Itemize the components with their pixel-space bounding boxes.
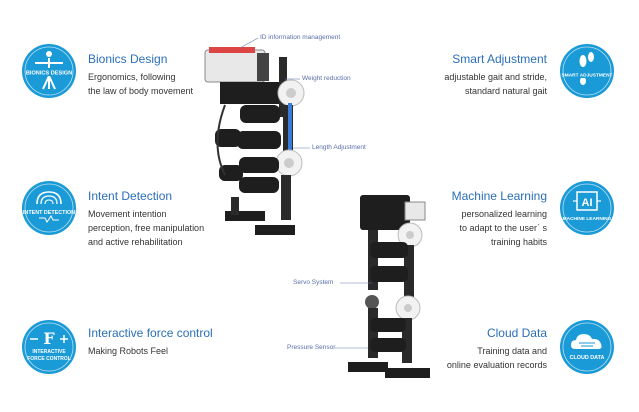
ml-icon-text: MACHINE LEARNING xyxy=(563,216,612,222)
smart-description: adjustable gait and stride, standard nat… xyxy=(444,72,547,96)
exoskeleton-robot-side xyxy=(348,195,430,378)
bionics-design-icon: BIONICS DESIGN xyxy=(22,44,76,98)
callout-servo: Servo System xyxy=(293,279,334,286)
callout-length: Length Adjustment xyxy=(312,144,366,151)
callout-weight: Weight reduction xyxy=(302,75,351,82)
cloud-icon-text: CLOUD DATA xyxy=(570,355,605,361)
cloud-data-icon: CLOUD DATA xyxy=(560,320,614,374)
ml-description: personalized learning to adapt to the us… xyxy=(459,209,547,247)
bionics-icon-text: BIONICS DESIGN xyxy=(26,71,72,77)
smart-icon-text: SMART ADJUSTMENT xyxy=(562,72,613,78)
ml-title: Machine Learning xyxy=(451,189,547,203)
force-icon-symbol: F xyxy=(43,329,55,348)
callout-pressure: Pressure Sensor xyxy=(287,344,336,351)
smart-title: Smart Adjustment xyxy=(452,52,547,66)
force-icon-text-1: INTERACTIVE xyxy=(32,349,66,355)
intent-description: Movement intention perception, free mani… xyxy=(88,209,205,247)
smart-adjustment-icon: SMART ADJUSTMENT xyxy=(560,44,614,98)
callout-id-info: ID information management xyxy=(260,34,341,41)
machine-learning-icon: AI MACHINE LEARNING xyxy=(560,181,614,235)
cloud-title: Cloud Data xyxy=(486,326,547,340)
intent-icon-text: INTENT DETECTION xyxy=(23,210,75,216)
intent-title: Intent Detection xyxy=(88,189,173,203)
ml-icon-symbol: AI xyxy=(582,197,593,209)
force-title: Interactive force control xyxy=(88,326,213,340)
intent-detection-icon: INTENT DETECTION xyxy=(22,181,76,235)
cloud-description: Training data and online evaluation reco… xyxy=(446,346,547,370)
force-description: Making Robots Feel xyxy=(88,346,169,356)
bionics-description: Ergonomics, following the law of body mo… xyxy=(88,72,194,96)
force-control-icon: F INTERACTIVE FORCE CONTROL xyxy=(22,320,76,374)
exoskeleton-robot-front xyxy=(204,47,305,235)
bionics-title: Bionics Design xyxy=(88,52,168,66)
force-icon-text-2: FORCE CONTROL xyxy=(27,356,71,362)
